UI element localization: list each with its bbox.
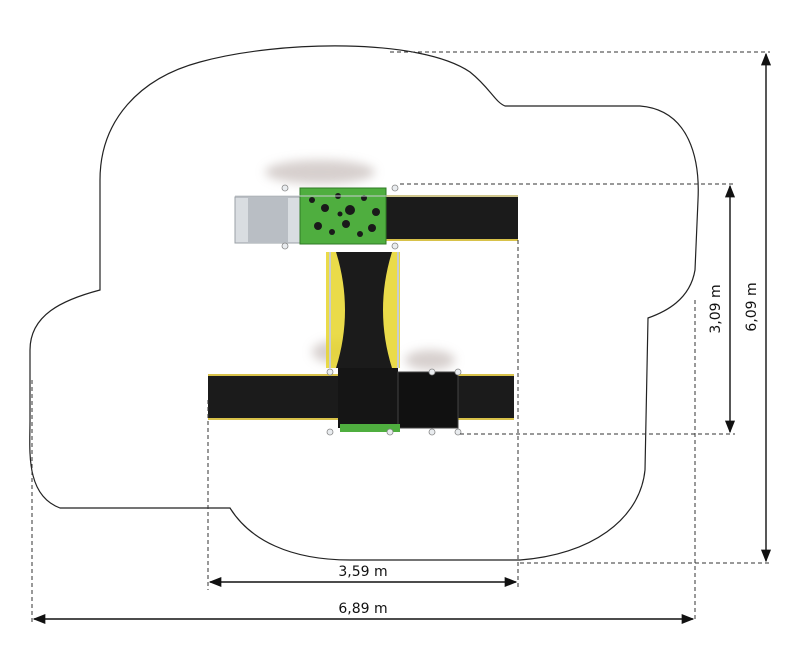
connecting-bridge (326, 252, 400, 368)
inner-depth-label: 3,09 m (708, 284, 724, 333)
climbing-holds (309, 193, 380, 237)
upper-platform (234, 184, 518, 250)
lower-platform (208, 368, 514, 436)
inner-width-label: 3,59 m (338, 564, 387, 580)
climbing-wall-panel (299, 187, 387, 245)
safety-zone-outline (29, 45, 699, 561)
extension-lines (31, 51, 770, 622)
dimension-lines (32, 52, 772, 625)
outer-width-label: 6,89 m (338, 601, 387, 617)
outer-depth-label: 6,09 m (744, 282, 760, 331)
